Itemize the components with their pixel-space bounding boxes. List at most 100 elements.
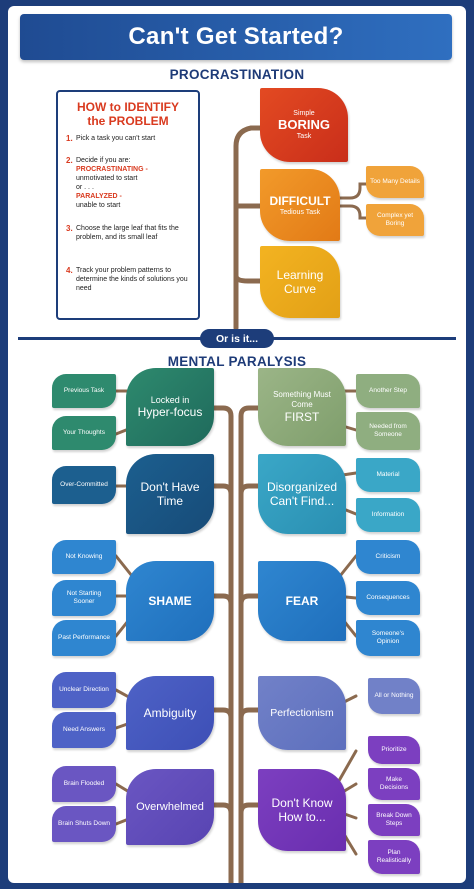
leaf-needed-from-someone: Needed from Someone <box>356 412 420 450</box>
leaf-label: FEAR <box>285 594 319 608</box>
leaf-label: Information <box>371 511 405 518</box>
leaf-label: Need Answers <box>63 726 105 733</box>
leaf-label: Material <box>376 471 400 478</box>
leaf-label: Not Knowing <box>65 553 103 560</box>
leaf-shame: SHAME <box>126 561 214 641</box>
leaf-prioritize: Prioritize <box>368 736 420 764</box>
proc-stem-small-a <box>336 182 370 200</box>
leaf-label: Something Must Come <box>273 390 331 409</box>
leaf-label: Brain Shuts Down <box>57 820 111 827</box>
proc-stem-top <box>233 125 266 331</box>
leaf-label: Over-Committed <box>60 481 108 488</box>
leaf-label: Make Decisions <box>379 776 409 791</box>
step-text: Track your problem patterns to determine… <box>76 267 188 292</box>
leaf-all-or-nothing: All or Nothing <box>368 678 420 714</box>
leaf-consequences: Consequences <box>356 581 420 615</box>
leaf-material: Material <box>356 458 420 492</box>
leaf-label: Time <box>156 494 184 508</box>
leaf-label: Previous Task <box>63 387 105 394</box>
or-text: or . . . <box>76 184 94 191</box>
leaf-overwhelmed: Overwhelmed <box>126 769 214 845</box>
step-intro: Decide if you are: <box>76 157 131 164</box>
para-stem-left-3 <box>205 593 234 607</box>
proc-stem-small-b <box>336 204 370 220</box>
leaf-label: Overwhelmed <box>136 801 204 813</box>
leaf-label: Tedious Task <box>279 208 321 216</box>
leaf-criticism: Criticism <box>356 540 420 574</box>
leaf-label: Needed from Someone <box>369 423 407 438</box>
leaf-plan-realistically: Plan Realistically <box>368 840 420 874</box>
leaf-label: Learning <box>276 268 324 282</box>
leaf-label: Criticism <box>375 553 401 560</box>
leaf-difficult-task: DIFFICULT Tedious Task <box>260 169 340 241</box>
or-is-it-badge: Or is it... <box>200 329 274 348</box>
infographic-frame: Can't Get Started? PROCRASTINATION <box>8 6 466 883</box>
leaf-label: How to... <box>278 810 326 824</box>
step-number: 2. <box>66 156 73 165</box>
leaf-boring-task: Simple BORING Task <box>260 88 348 162</box>
proc-stem-low <box>233 273 266 284</box>
para-stem-right-top <box>238 405 266 883</box>
leaf-learning-curve: Learning Curve <box>260 246 340 318</box>
leaf-brain-shuts-down: Brain Shuts Down <box>52 806 116 842</box>
para-stem-left-5 <box>205 802 234 816</box>
para-stem-left-top <box>205 405 234 883</box>
leaf-label: Not Starting Sooner <box>66 590 102 605</box>
leaf-previous-task: Previous Task <box>52 374 116 408</box>
leaf-fear: FEAR <box>258 561 346 641</box>
mental-paralysis-heading: MENTAL PARALYSIS <box>167 354 307 369</box>
howto-title-line2: the PROBLEM <box>87 114 169 128</box>
leaf-label: Unclear Direction <box>59 686 109 693</box>
leaf-not-starting-sooner: Not Starting Sooner <box>52 580 116 616</box>
para-stem-right-3 <box>238 593 266 607</box>
page-title: Can't Get Started? <box>128 23 344 50</box>
title-banner: Can't Get Started? <box>20 14 452 60</box>
leaf-unclear-direction: Unclear Direction <box>52 672 116 708</box>
leaf-label: Brain Flooded <box>63 780 105 787</box>
leaf-complex-yet-boring: Complex yet Boring <box>366 204 424 236</box>
para-stem-right-4 <box>238 707 266 721</box>
leaf-label: Past Performance <box>57 634 111 641</box>
leaf-break-down-steps: Break Down Steps <box>368 804 420 836</box>
leaf-label: Disorganized <box>266 480 338 494</box>
para-stem-left-4 <box>205 707 234 721</box>
paralyzed-desc: unable to start <box>76 202 121 209</box>
leaf-label: Break Down Steps <box>376 812 412 827</box>
leaf-too-many-details: Too Many Details <box>366 166 424 198</box>
procrastinating-desc: unmotivated to start <box>76 175 138 182</box>
leaf-label: Ambiguity <box>143 706 197 720</box>
leaf-perfectionism: Perfectionism <box>258 676 346 750</box>
leaf-label: Can't Find... <box>269 494 335 508</box>
leaf-label: Hyper-focus <box>137 405 203 419</box>
leaf-another-step: Another Step <box>356 374 420 408</box>
howto-title-line1: HOW to IDENTIFY <box>77 100 179 114</box>
leaf-label: Too Many Details <box>370 178 420 185</box>
leaf-label: Plan Realistically <box>376 849 412 864</box>
step-number: 3. <box>66 224 73 233</box>
leaf-label: Someone's Opinion <box>371 630 405 645</box>
step-number: 1. <box>66 134 73 143</box>
leaf-label: Curve <box>283 282 316 296</box>
step-text: Pick a task you can't start <box>76 135 156 142</box>
step-number: 4. <box>66 266 73 275</box>
leaf-label: Prioritize <box>381 746 407 753</box>
howto-title: HOW to IDENTIFY the PROBLEM <box>58 100 198 128</box>
procrastination-heading: PROCRASTINATION <box>169 67 305 82</box>
leaf-label: Don't Know <box>271 796 333 810</box>
para-stem-right-2 <box>238 483 266 497</box>
leaf-label: Perfectionism <box>270 707 334 719</box>
leaf-make-decisions: Make Decisions <box>368 768 420 800</box>
leaf-label: Complex yet Boring <box>376 212 414 227</box>
leaf-past-performance: Past Performance <box>52 620 116 656</box>
leaf-information: Information <box>356 498 420 532</box>
leaf-label: Another Step <box>369 387 407 394</box>
leaf-label: BORING <box>278 117 330 132</box>
leaf-your-thoughts: Your Thoughts <box>52 416 116 450</box>
leaf-label: Don't Have <box>140 480 200 494</box>
leaf-label: Task <box>296 133 312 140</box>
leaf-ambiguity: Ambiguity <box>126 676 214 750</box>
